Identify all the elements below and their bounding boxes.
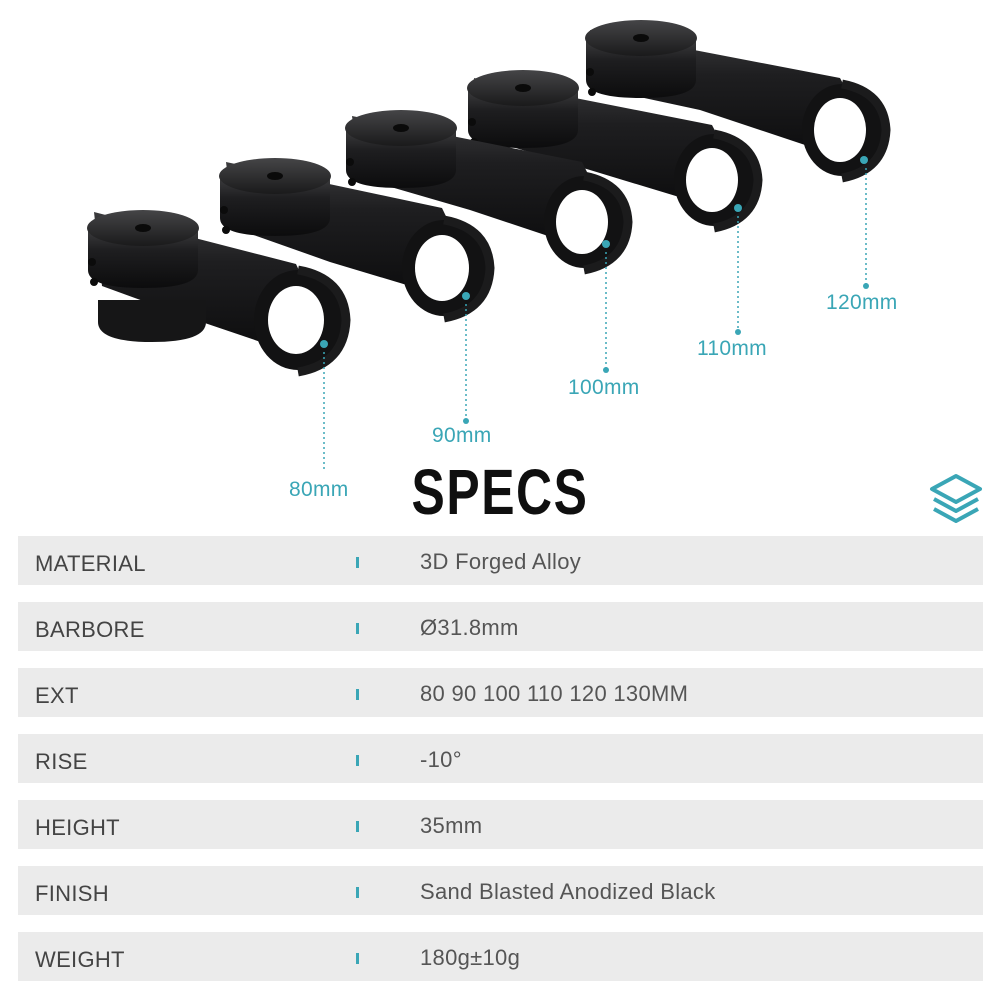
spec-separator	[356, 623, 359, 634]
layers-icon	[930, 474, 982, 523]
spec-separator	[356, 689, 359, 700]
length-label-120: 120mm	[826, 291, 898, 314]
specs-table: MATERIAL 3D Forged Alloy BARBORE Ø31.8mm…	[18, 536, 983, 998]
length-label-90: 90mm	[432, 424, 492, 447]
spec-row-weight: WEIGHT 180g±10g	[18, 932, 983, 981]
spec-separator	[356, 953, 359, 964]
spec-label: BARBORE	[35, 617, 145, 642]
spec-separator	[356, 821, 359, 832]
stem-80	[87, 210, 351, 377]
spec-value: Sand Blasted Anodized Black	[420, 879, 716, 904]
spec-label: FINISH	[35, 881, 109, 906]
spec-label: EXT	[35, 683, 79, 708]
stem-120	[585, 20, 891, 183]
spec-row-ext: EXT 80 90 100 110 120 130MM	[18, 668, 983, 717]
spec-value: 3D Forged Alloy	[420, 549, 582, 574]
spec-row-height: HEIGHT 35mm	[18, 800, 983, 849]
spec-value: 80 90 100 110 120 130MM	[420, 681, 689, 706]
stem-100	[345, 110, 633, 275]
length-label-80: 80mm	[289, 478, 349, 501]
spec-value: 180g±10g	[420, 945, 521, 970]
spec-label: RISE	[35, 749, 88, 774]
spec-row-material: MATERIAL 3D Forged Alloy	[18, 536, 983, 585]
spec-label: MATERIAL	[35, 551, 146, 576]
spec-label: HEIGHT	[35, 815, 120, 840]
leader-lines	[323, 168, 869, 470]
spec-value: Ø31.8mm	[420, 615, 519, 640]
spec-row-rise: RISE -10°	[18, 734, 983, 783]
spec-value: -10°	[420, 747, 462, 772]
stem-110	[467, 70, 763, 233]
specs-title: SPECS	[411, 456, 589, 528]
length-label-100: 100mm	[568, 376, 640, 399]
product-photo	[87, 20, 891, 470]
spec-separator	[356, 755, 359, 766]
length-label-110: 110mm	[697, 337, 767, 360]
spec-separator	[356, 887, 359, 898]
spec-label: WEIGHT	[35, 947, 125, 972]
spec-separator	[356, 557, 359, 568]
spec-value: 35mm	[420, 813, 483, 838]
spec-row-barbore: BARBORE Ø31.8mm	[18, 602, 983, 651]
spec-row-finish: FINISH Sand Blasted Anodized Black	[18, 866, 983, 915]
